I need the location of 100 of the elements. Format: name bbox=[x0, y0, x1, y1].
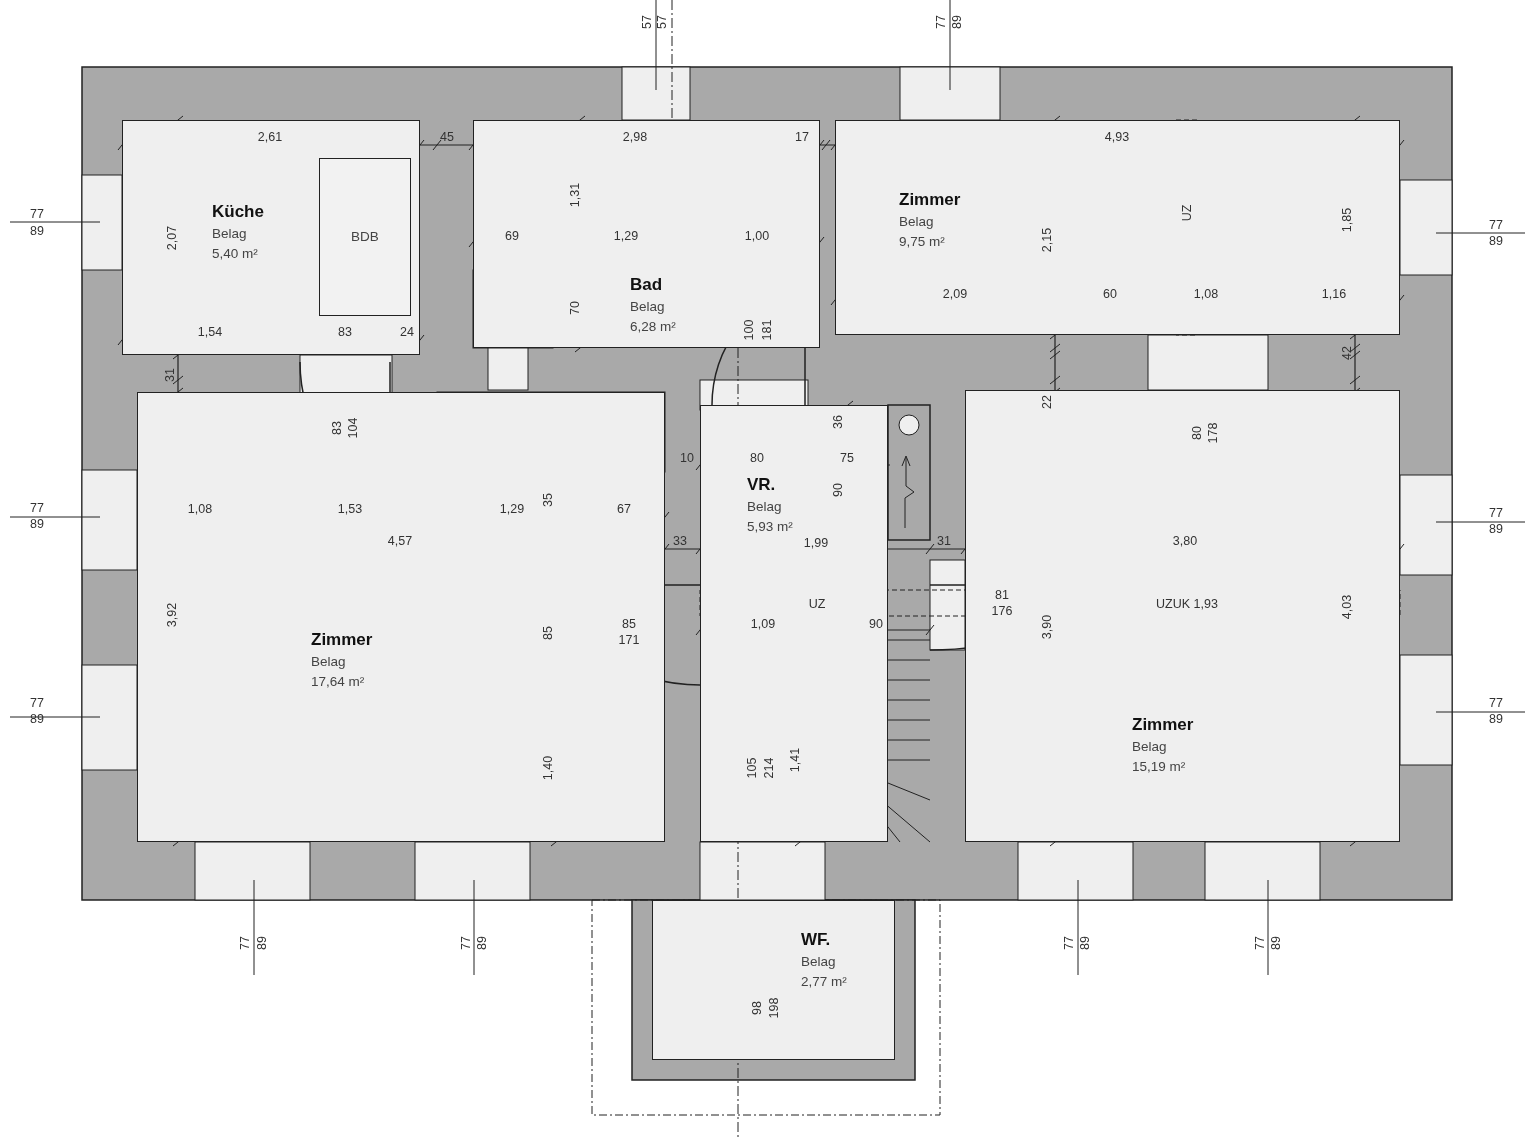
dimension-label: UZ bbox=[808, 597, 826, 611]
dimension-label: 1,99 bbox=[803, 536, 829, 550]
dimension-label: 77 bbox=[238, 936, 252, 950]
dimension-label: 89 bbox=[30, 224, 44, 238]
dimension-label: 85 bbox=[622, 617, 636, 631]
dimension-label: 77 bbox=[934, 15, 948, 29]
dimension-label: 89 bbox=[30, 712, 44, 726]
dimension-label: 104 bbox=[346, 417, 360, 439]
dimension-label: 45 bbox=[440, 130, 454, 144]
room-area bbox=[652, 900, 895, 1060]
dimension-label: 31 bbox=[163, 368, 177, 382]
dimension-label: 1,29 bbox=[613, 229, 639, 243]
dimension-label: 77 bbox=[1489, 506, 1503, 520]
dimension-label: 24 bbox=[400, 325, 414, 339]
dimension-label: 60 bbox=[1103, 287, 1117, 301]
floor-covering-label: Belag bbox=[1132, 740, 1167, 754]
dimension-label: 2,07 bbox=[165, 225, 179, 251]
dimension-label: 77 bbox=[1489, 218, 1503, 232]
dimension-label: 22 bbox=[1040, 395, 1054, 409]
room-area bbox=[137, 392, 665, 842]
dimension-label: 3,92 bbox=[165, 602, 179, 628]
dimension-label: 77 bbox=[30, 207, 44, 221]
dimension-label: 2,98 bbox=[622, 130, 648, 144]
dimension-label: 67 bbox=[617, 502, 631, 516]
dimension-label: 89 bbox=[1489, 234, 1503, 248]
dimension-label: 69 bbox=[505, 229, 519, 243]
dimension-label: 90 bbox=[869, 617, 883, 631]
room-area-value: 5,93 m² bbox=[747, 520, 793, 534]
room-area-value: 6,28 m² bbox=[630, 320, 676, 334]
dimension-label: 1,85 bbox=[1340, 207, 1354, 233]
dimension-label: 57 bbox=[640, 15, 654, 29]
dimension-label: 77 bbox=[1062, 936, 1076, 950]
dimension-label: UZUK 1,93 bbox=[1156, 597, 1218, 611]
room-name: Zimmer bbox=[1132, 716, 1194, 733]
room-area-value: 2,77 m² bbox=[801, 975, 847, 989]
room-name: VR. bbox=[747, 476, 776, 493]
dimension-label: 1,00 bbox=[744, 229, 770, 243]
room-area bbox=[835, 120, 1400, 335]
dimension-label: 4,03 bbox=[1340, 594, 1354, 620]
dimension-label: 35 bbox=[541, 493, 555, 507]
room-area bbox=[122, 120, 420, 355]
dimension-label: 171 bbox=[618, 633, 640, 647]
floor-covering-label: Belag bbox=[630, 300, 665, 314]
floor-covering-label: Belag bbox=[212, 227, 247, 241]
dimension-label: 17 bbox=[795, 130, 809, 144]
floor-covering-label: Belag bbox=[899, 215, 934, 229]
dimension-label: 4,57 bbox=[387, 534, 413, 548]
dimension-label: 83 bbox=[338, 325, 352, 339]
dimension-label: 89 bbox=[1078, 936, 1092, 950]
floor-covering-label: Belag bbox=[747, 500, 782, 514]
dimension-label: 83 bbox=[330, 421, 344, 435]
dimension-label: 98 bbox=[750, 1001, 764, 1015]
dimension-label: 105 bbox=[745, 757, 759, 779]
dimension-label: 70 bbox=[568, 301, 582, 315]
dimension-label: 89 bbox=[950, 15, 964, 29]
dimension-label: 100 bbox=[742, 319, 756, 341]
room-area-value: 9,75 m² bbox=[899, 235, 945, 249]
fixture-box bbox=[319, 158, 411, 316]
dimension-label: 89 bbox=[1489, 522, 1503, 536]
dimension-label: 1,08 bbox=[1193, 287, 1219, 301]
dimension-label: 3,90 bbox=[1040, 614, 1054, 640]
dimension-label: 1,53 bbox=[337, 502, 363, 516]
dimension-label: 89 bbox=[30, 517, 44, 531]
dimension-label: 198 bbox=[767, 997, 781, 1019]
dimension-label: 89 bbox=[475, 936, 489, 950]
dimension-label: 1,41 bbox=[788, 747, 802, 773]
dimension-label: 89 bbox=[1269, 936, 1283, 950]
dimension-label: 89 bbox=[1489, 712, 1503, 726]
room-area-value: 17,64 m² bbox=[311, 675, 365, 689]
dimension-label: 2,61 bbox=[257, 130, 283, 144]
dimension-label: 176 bbox=[991, 604, 1013, 618]
dimension-label: 2,15 bbox=[1040, 227, 1054, 253]
room-area bbox=[965, 390, 1400, 842]
room-area bbox=[700, 405, 888, 842]
room-area-value: 5,40 m² bbox=[212, 247, 258, 261]
dimension-label: 10 bbox=[680, 451, 694, 465]
dimension-label: UZ bbox=[1180, 204, 1194, 222]
dimension-label: 33 bbox=[673, 534, 687, 548]
room-name: Küche bbox=[212, 203, 264, 220]
floor-covering-label: Belag bbox=[311, 655, 346, 669]
dimension-label: 1,09 bbox=[750, 617, 776, 631]
dimension-label: 3,80 bbox=[1172, 534, 1198, 548]
dimension-label: 1,29 bbox=[499, 502, 525, 516]
dimension-label: 31 bbox=[937, 534, 951, 548]
dimension-label: 81 bbox=[995, 588, 1009, 602]
room-name: Zimmer bbox=[311, 631, 373, 648]
dimension-label: 36 bbox=[831, 415, 845, 429]
dimension-label: 90 bbox=[831, 483, 845, 497]
dimension-label: 57 bbox=[655, 15, 669, 29]
dimension-label: 77 bbox=[459, 936, 473, 950]
dimension-label: 181 bbox=[760, 319, 774, 341]
dimension-label: 75 bbox=[840, 451, 854, 465]
dimension-label: 1,16 bbox=[1321, 287, 1347, 301]
room-area-value: 15,19 m² bbox=[1132, 760, 1186, 774]
dimension-label: 77 bbox=[30, 696, 44, 710]
dimension-label: 80 bbox=[1190, 426, 1204, 440]
dimension-label: 77 bbox=[30, 501, 44, 515]
dimension-label: 214 bbox=[762, 757, 776, 779]
dimension-label: 2,09 bbox=[942, 287, 968, 301]
dimension-label: 1,31 bbox=[568, 182, 582, 208]
